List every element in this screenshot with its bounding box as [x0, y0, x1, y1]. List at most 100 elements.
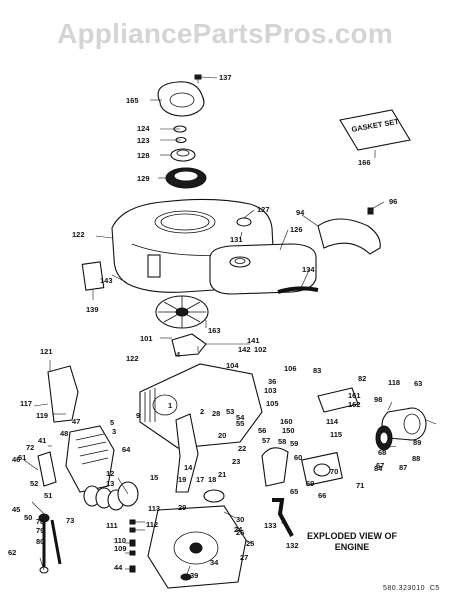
part-label-69: 69	[306, 479, 314, 488]
part-label-2: 2	[200, 407, 204, 416]
exhaust-elbow	[272, 498, 294, 537]
part-label-166: 166	[358, 158, 371, 167]
part-label-55: 55	[236, 419, 244, 428]
doc-number: 580.323010	[383, 585, 425, 592]
part-label-52: 52	[30, 479, 38, 488]
part-label-72: 72	[26, 443, 34, 452]
caption-line-1: EXPLODED VIEW OF	[306, 531, 397, 541]
part-label-14: 14	[184, 463, 193, 472]
part-label-80: 80	[36, 537, 44, 546]
part-label-3: 3	[112, 427, 116, 436]
cylinder-baffle	[47, 365, 79, 423]
part-label-70: 70	[330, 467, 338, 476]
piston-rings	[83, 481, 139, 511]
part-label-143: 143	[100, 276, 113, 285]
part-label-127: 127	[257, 205, 270, 214]
part-label-68: 68	[378, 448, 386, 457]
part-label-123: 123	[137, 136, 150, 145]
part-label-64: 64	[122, 445, 131, 454]
part-label-71: 71	[356, 481, 364, 490]
part-label-73: 73	[66, 516, 74, 525]
part-label-96: 96	[389, 197, 397, 206]
part-label-9: 9	[136, 411, 140, 420]
part-label-94: 94	[296, 208, 305, 217]
part-label-15: 15	[150, 473, 158, 482]
part-label-78: 78	[36, 517, 44, 526]
part-label-113: 113	[148, 504, 160, 513]
part-label-62: 62	[8, 548, 16, 557]
part-label-46: 46	[12, 455, 20, 464]
part-label-110: 110	[114, 536, 126, 545]
part-label-139: 139	[86, 305, 99, 314]
part-label-56: 56	[258, 426, 266, 435]
part-label-117: 117	[20, 399, 32, 408]
diagram-caption: EXPLODED VIEW OF ENGINE	[296, 531, 408, 553]
part-number-labels: 1371651241231281291661279694122131126143…	[8, 73, 422, 580]
part-label-83: 83	[313, 366, 321, 375]
part-label-20: 20	[218, 431, 226, 440]
part-label-124: 124	[137, 124, 150, 133]
part-label-142: 142	[238, 345, 251, 354]
flywheel	[155, 295, 209, 329]
part-label-119: 119	[36, 411, 48, 420]
part-label-121: 121	[40, 347, 53, 356]
part-label-12: 12	[106, 469, 114, 478]
part-label-128: 128	[137, 151, 150, 160]
fuel-line	[277, 286, 319, 294]
part-label-54: 54	[236, 413, 245, 422]
carb-air-cleaner	[375, 407, 427, 451]
part-label-66: 66	[318, 491, 326, 500]
part-label-24: 24	[234, 525, 243, 534]
part-label-39: 39	[190, 571, 198, 580]
leader-lines	[23, 76, 437, 578]
part-label-114: 114	[326, 417, 339, 426]
head-fins	[75, 433, 109, 465]
part-label-67: 67	[376, 461, 384, 470]
part-label-18: 18	[208, 475, 216, 484]
part-label-134: 134	[302, 265, 315, 274]
part-label-28: 28	[212, 409, 220, 418]
part-label-137: 137	[219, 73, 232, 82]
part-label-131: 131	[230, 235, 243, 244]
part-label-98: 98	[374, 395, 382, 404]
caption-line-2: ENGINE	[334, 542, 370, 552]
part-label-162: 162	[348, 400, 361, 409]
part-label-47: 47	[72, 417, 80, 426]
part-label-1: 1	[168, 401, 172, 410]
document-number: 580.323010 C5	[383, 585, 440, 592]
air-cleaner-cover	[157, 74, 205, 117]
part-label-122: 122	[72, 230, 85, 239]
part-label-150: 150	[282, 426, 295, 435]
valve-parts	[129, 519, 136, 573]
part-label-103: 103	[264, 386, 277, 395]
part-label-21: 21	[218, 470, 226, 479]
part-label-102: 102	[254, 345, 267, 354]
part-label-4: 4	[176, 350, 181, 359]
part-label-104: 104	[226, 361, 239, 370]
part-label-26: 26	[236, 528, 244, 537]
part-label-82: 82	[358, 374, 366, 383]
part-label-61: 61	[18, 453, 26, 462]
muffler-guard	[317, 207, 381, 255]
part-label-79: 79	[36, 526, 44, 535]
part-label-161: 161	[348, 391, 361, 400]
part-label-106: 106	[284, 364, 297, 373]
part-label-51: 51	[44, 491, 52, 500]
part-label-48: 48	[60, 429, 68, 438]
part-label-112: 112	[146, 520, 158, 529]
part-label-126: 126	[290, 225, 303, 234]
governor-gear	[203, 489, 225, 503]
part-label-25: 25	[246, 539, 254, 548]
part-label-34: 34	[210, 558, 219, 567]
part-label-105: 105	[266, 399, 279, 408]
part-label-84: 84	[374, 464, 383, 473]
cylinder-block	[139, 363, 263, 449]
part-label-57: 57	[262, 436, 270, 445]
part-label-111: 111	[106, 521, 118, 530]
part-label-115: 115	[330, 430, 342, 439]
part-label-59: 59	[290, 439, 298, 448]
part-label-29: 29	[178, 503, 186, 512]
part-label-58: 58	[278, 437, 286, 446]
part-label-45: 45	[12, 505, 20, 514]
